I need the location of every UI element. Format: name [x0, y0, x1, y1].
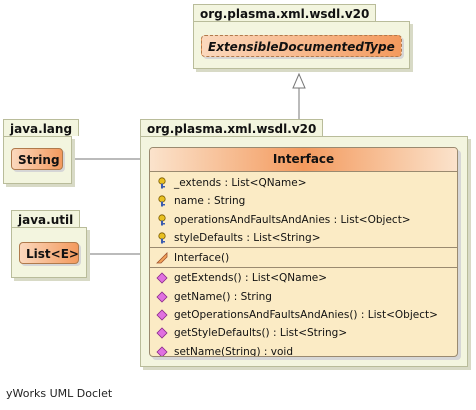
package-tab-java-lang: java.lang: [3, 119, 80, 136]
constructor-label: Interface(): [174, 252, 230, 265]
class-label-string: String: [18, 153, 60, 167]
field-label: _extends : List<QName>: [174, 177, 307, 189]
package-tab-java-util: java.util: [11, 210, 81, 227]
method-icon: [156, 272, 168, 285]
field-label: name : String: [174, 195, 246, 208]
inheritance-arrowhead: [292, 72, 306, 89]
method-row[interactable]: getName() : String: [150, 288, 457, 306]
field-compartment: _extends : List<QName> name : String ope…: [150, 172, 457, 247]
field-label: operationsAndFaultsAndAnies : List<Objec…: [174, 213, 411, 226]
class-interface-title: Interface: [272, 152, 335, 166]
field-row[interactable]: styleDefaults : List<String>: [150, 229, 457, 247]
key-field-icon: [158, 177, 166, 189]
package-tab-wsdl-top: org.plasma.xml.wsdl.v20: [193, 4, 377, 21]
method-label: getName() : String: [174, 290, 272, 303]
method-icon: [156, 346, 168, 356]
package-tab-wsdl-main: org.plasma.xml.wsdl.v20: [140, 119, 324, 136]
field-row[interactable]: _extends : List<QName>: [150, 174, 457, 192]
class-label-extensible: ExtensibleDocumentedType: [208, 40, 395, 54]
class-label-list: List<E>: [26, 247, 79, 261]
key-field-icon: [158, 232, 166, 244]
method-row[interactable]: getOperationsAndFaultsAndAnies() : List<…: [150, 306, 457, 324]
class-extensible-documented-type[interactable]: ExtensibleDocumentedType: [201, 35, 402, 57]
class-string[interactable]: String: [11, 148, 63, 170]
method-label: setName(String) : void: [174, 345, 293, 357]
package-label-wsdl-top: org.plasma.xml.wsdl.v20: [200, 7, 370, 21]
key-field-icon: [158, 213, 166, 226]
package-label-java-lang: java.lang: [10, 122, 73, 136]
class-interface[interactable]: Interface _extends : List<QName> name : …: [149, 147, 458, 357]
method-label: getExtends() : List<QName>: [174, 272, 328, 285]
field-row[interactable]: name : String: [150, 192, 457, 210]
compartment-divider: [150, 267, 457, 269]
field-label: styleDefaults : List<String>: [174, 231, 321, 244]
method-row[interactable]: setName(String) : void: [150, 343, 457, 357]
constructor-compartment: Interface(): [150, 248, 457, 267]
constructor-row[interactable]: Interface(): [150, 249, 457, 267]
package-label-wsdl-main: org.plasma.xml.wsdl.v20: [147, 122, 317, 136]
package-label-java-util: java.util: [18, 213, 74, 227]
method-row[interactable]: getStyleDefaults() : List<String>: [150, 324, 457, 342]
method-compartment: getExtends() : List<QName> getName() : S…: [150, 268, 457, 357]
constructor-icon: [156, 252, 168, 264]
method-row[interactable]: getExtends() : List<QName>: [150, 269, 457, 287]
footer-credit: yWorks UML Doclet: [6, 387, 113, 400]
field-row[interactable]: operationsAndFaultsAndAnies : List<Objec…: [150, 211, 457, 229]
compartment-divider: [150, 247, 457, 249]
method-icon: [156, 291, 168, 303]
method-label: getOperationsAndFaultsAndAnies() : List<…: [174, 309, 438, 322]
method-icon: [156, 327, 168, 339]
class-list[interactable]: List<E>: [19, 242, 79, 264]
key-field-icon: [158, 195, 166, 207]
method-icon: [156, 309, 168, 321]
class-interface-header: Interface: [150, 148, 457, 172]
method-label: getStyleDefaults() : List<String>: [174, 327, 348, 340]
